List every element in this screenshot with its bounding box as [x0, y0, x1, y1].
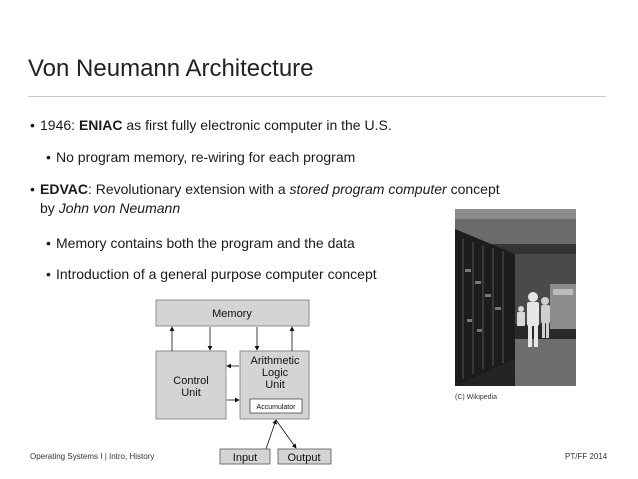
bullet-no-program-memory: •No program memory, re-wiring for each p…: [46, 148, 355, 167]
bullet-general-purpose: •Introduction of a general purpose compu…: [46, 265, 377, 284]
bullet-edvac-line2-pre: by: [40, 200, 59, 216]
bullet-eniac: •1946: ENIAC as first fully electronic c…: [30, 116, 392, 135]
bullet-memory-contains: •Memory contains both the program and th…: [46, 234, 355, 253]
control-unit-label-1: Control: [173, 375, 208, 387]
bullet-general-purpose-text: Introduction of a general purpose comput…: [56, 266, 377, 282]
memory-label: Memory: [212, 308, 252, 320]
bullet-edvac-pre: : Revolutionary extension with a: [88, 181, 290, 197]
control-unit-label-2: Unit: [181, 387, 201, 399]
bullet-edvac-italic: stored program computer: [290, 181, 447, 197]
photo-credit: (C) Wikipedia: [455, 394, 497, 401]
bullet-edvac-post: concept: [447, 181, 500, 197]
von-neumann-diagram: Memory Control Unit Arithmetic Logic Uni…: [150, 296, 340, 472]
output-label: Output: [287, 452, 320, 464]
accumulator-label: Accumulator: [257, 404, 297, 411]
alu-label-1: Arithmetic: [251, 355, 300, 367]
bullet-edvac-author: John von Neumann: [59, 200, 180, 216]
bullet-glyph: •: [30, 180, 40, 199]
eniac-photo: [455, 209, 576, 386]
footer-course: Operating Systems I | Intro, History: [30, 452, 154, 461]
bullet-eniac-post: as first fully electronic computer in th…: [123, 117, 392, 133]
bullet-glyph: •: [46, 148, 56, 167]
bullet-glyph: •: [46, 234, 56, 253]
bullet-memory-contains-text: Memory contains both the program and the…: [56, 235, 355, 251]
alu-label-3: Unit: [265, 379, 285, 391]
bullet-eniac-pre: 1946:: [40, 117, 79, 133]
bullet-glyph: •: [46, 265, 56, 284]
footer-author: PT/FF 2014: [565, 452, 607, 461]
input-label: Input: [233, 452, 257, 464]
bullet-edvac-bold: EDVAC: [40, 181, 88, 197]
bullet-eniac-bold: ENIAC: [79, 117, 123, 133]
bullet-no-program-memory-text: No program memory, re-wiring for each pr…: [56, 149, 355, 165]
bullet-glyph: •: [30, 116, 40, 135]
bullet-edvac: •EDVAC: Revolutionary extension with a s…: [30, 180, 500, 218]
title-divider: [28, 96, 606, 97]
slide-title: Von Neumann Architecture: [28, 55, 314, 83]
alu-label-2: Logic: [262, 367, 289, 379]
